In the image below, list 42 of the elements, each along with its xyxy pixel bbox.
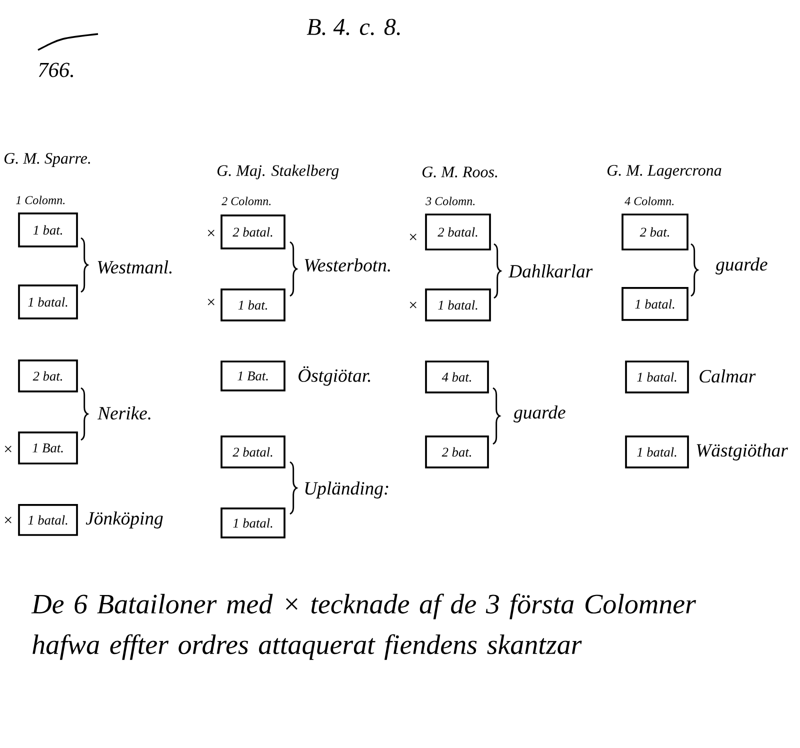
commander-name: G. M. Roos.: [422, 166, 498, 178]
regiment-name: Upländing:: [305, 482, 388, 498]
cross-mark: ×: [4, 446, 12, 452]
battalion-box: 1 batal.: [18, 284, 78, 320]
regiment-name: Östgiötar.: [298, 366, 370, 386]
cross-mark: ×: [208, 230, 214, 236]
battalion-box: 1 bat.: [18, 212, 78, 248]
cross-mark: ×: [208, 298, 214, 306]
battalion-box: 1 Bat.: [220, 360, 286, 392]
battalion-box: 2 bat.: [18, 360, 78, 392]
page-number: 766.: [38, 33, 98, 78]
regiment-name: Jönköping: [86, 512, 163, 528]
regiment-name: Nerike.: [97, 406, 150, 420]
archive-number: B. 4. c. 8.: [306, 18, 400, 36]
battalion-box: 1 batal.: [625, 436, 689, 468]
commander-name: G. M. Sparre.: [4, 152, 90, 167]
regiment-name: Wästgiöthar: [696, 444, 788, 460]
battalion-box: 2 batal.: [220, 214, 286, 250]
battalion-box: 4 bat.: [425, 360, 489, 394]
battalion-box: 1 batal.: [220, 508, 286, 538]
regiment-name: Calmar: [700, 369, 756, 383]
regiment-name: Westmanl.: [98, 260, 172, 274]
battalion-box: 1 bat.: [220, 288, 286, 322]
regiment-name: Westerbotn.: [304, 258, 390, 272]
battalion-box: 1 batal.: [625, 360, 689, 394]
battalion-box: 2 batal.: [425, 214, 491, 250]
regiment-name: guarde: [716, 258, 768, 274]
battalion-box: 1 batal.: [622, 287, 688, 321]
note-text: De 6 Batailoner med × tecknade af de 3 första Colomner hafwa effter ordres attaquerat fiendens skantzar: [31, 594, 696, 660]
commander-name: G. Maj. Stakelberg: [217, 164, 339, 180]
cross-mark: ×: [410, 234, 416, 240]
battalion-box: 2 bat.: [622, 214, 688, 250]
battalion-box: 1 Bat.: [18, 432, 78, 464]
regiment-name: guarde: [514, 406, 566, 422]
commander-name: G. M. Lagercrona: [607, 164, 722, 179]
battalion-box: 2 bat.: [425, 436, 489, 468]
regiment-name: Dahlkarlar: [508, 264, 593, 278]
cross-mark: ×: [410, 302, 416, 308]
battalion-box: 1 batal.: [18, 504, 78, 536]
battalion-box: 2 batal.: [220, 436, 286, 468]
cross-mark: ×: [4, 516, 12, 524]
battalion-box: 1 batal.: [425, 288, 491, 322]
